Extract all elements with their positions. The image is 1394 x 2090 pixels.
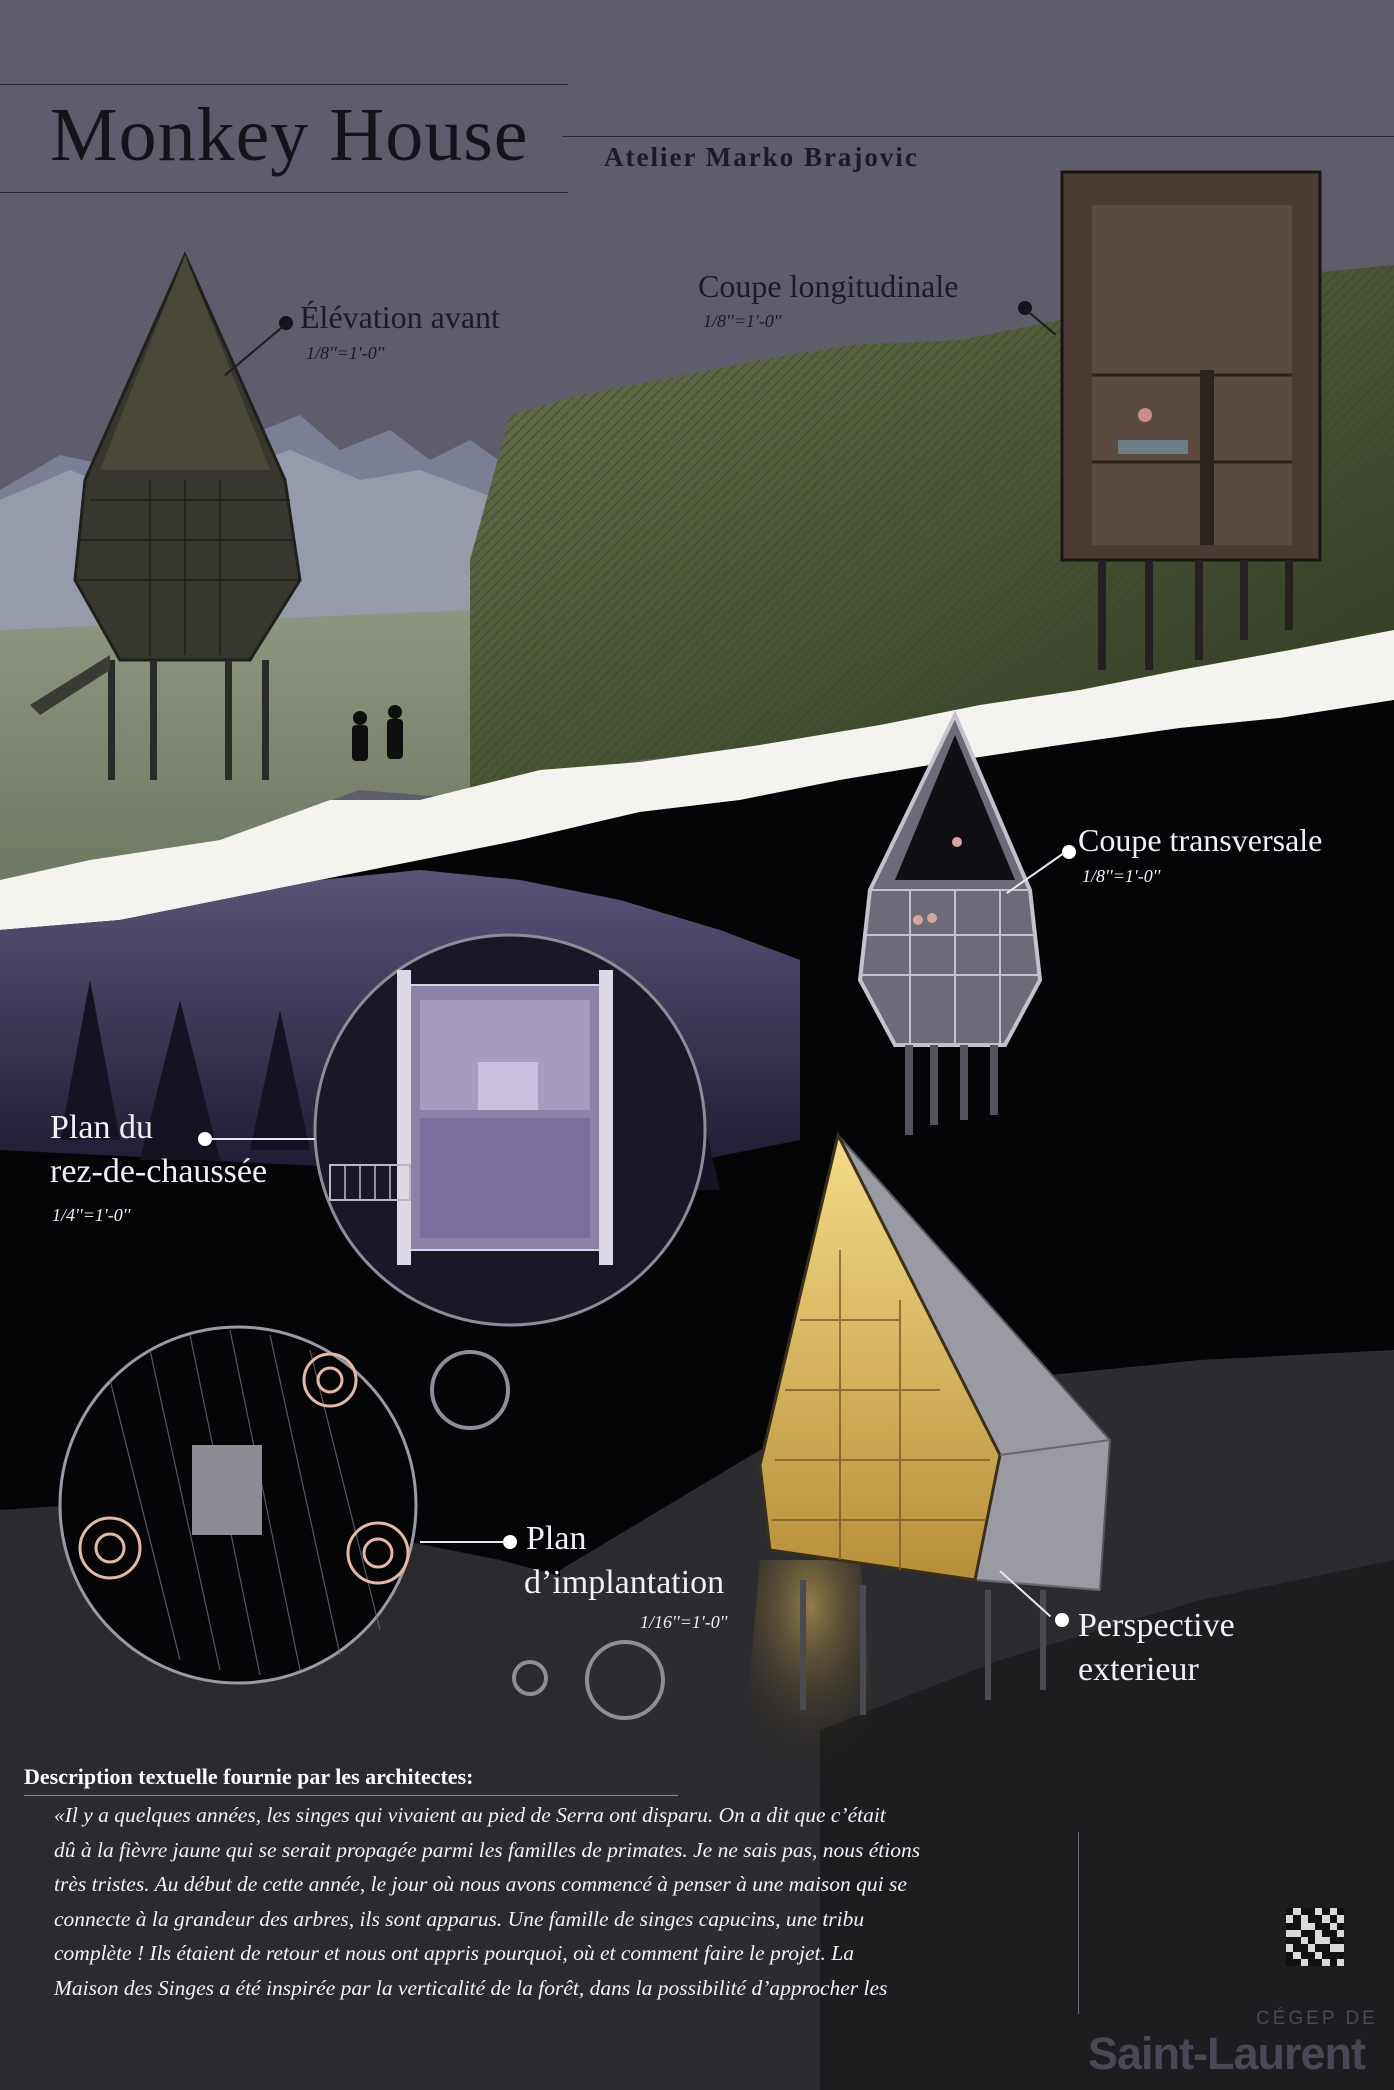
qr-code[interactable] (1286, 1908, 1344, 1966)
ground-floor-plan-drawing (313, 933, 707, 1327)
cross-section-scale: 1/8''=1'-0'' (1082, 866, 1161, 886)
longitudinal-section-drawing (1060, 170, 1322, 670)
description-line: dû à la fièvre jaune qui se serait propa… (54, 1837, 921, 1862)
site-plan-scale: 1/16''=1'-0'' (640, 1612, 728, 1632)
longitudinal-section-scale: 1/8''=1'-0'' (703, 311, 782, 331)
perspective-label-line1: Perspective (1078, 1607, 1235, 1644)
author-name: Atelier Marko Brajovic (604, 142, 919, 172)
site-plan-label-line2: d’implantation (524, 1563, 725, 1601)
description-line: connecte à la grandeur des arbres, ils s… (54, 1906, 865, 1931)
ground-slope-3 (820, 1560, 1394, 2090)
site-plan-leader (420, 1541, 505, 1543)
decorative-circles (430, 1350, 665, 1720)
meadow (0, 610, 480, 880)
description-title: Description textuelle fournie par les ar… (24, 1764, 474, 1789)
site-plan-dot (503, 1535, 517, 1549)
site-plan-label: Plan d’implantation (524, 1517, 725, 1604)
page-title: Monkey House (50, 93, 529, 177)
longitudinal-section-label: Coupe longitudinale (698, 268, 959, 304)
perspective-drawing (740, 1130, 1112, 1790)
torn-paper (0, 630, 1394, 930)
ground-floor-plan-label-line2: rez-de-chaussée (50, 1152, 268, 1190)
ground-floor-plan-dot (198, 1132, 212, 1146)
site-plan-label-line1: Plan (526, 1520, 587, 1557)
title-rule-top (0, 84, 568, 85)
tree-symbols (78, 1352, 410, 1585)
title-rule-bottom (0, 192, 568, 193)
ground-floor-plan-leader (210, 1138, 315, 1140)
description-line: très tristes. Au début de cette année, l… (54, 1872, 907, 1896)
author-rule (562, 136, 1394, 137)
perspective-dot (1055, 1613, 1069, 1627)
ground-floor-plan-scale: 1/4''=1'-0'' (52, 1205, 131, 1225)
perspective-label-line2: exterieur (1078, 1650, 1199, 1688)
front-elevation-scale: 1/8''=1'-0'' (306, 343, 385, 363)
front-elevation-label: Élévation avant (300, 299, 500, 335)
description-line: «Il y a quelques années, les singes qui … (54, 1803, 886, 1827)
ground-floor-plan-label-line1: Plan du (50, 1109, 153, 1146)
ground-floor-plan-label: Plan du rez-de-chaussée (50, 1106, 267, 1193)
logo-saint-laurent: Saint-Laurent (1088, 2028, 1366, 2079)
description-line: Maison des Singes a été inspirée par la … (54, 1975, 888, 2000)
description-rule (24, 1795, 678, 1796)
perspective-label: Perspective exterieur (1078, 1604, 1235, 1691)
cross-section-drawing (857, 710, 1043, 1135)
cross-section-dot (1062, 845, 1076, 859)
description-text: «Il y a quelques années, les singes qui … (54, 1798, 1054, 2005)
site-plan-drawing (58, 1325, 418, 1685)
front-elevation-drawing (30, 251, 403, 780)
description-line: complète ! Ils étaient de retour et nous… (54, 1941, 854, 1965)
vertical-separator (1078, 1832, 1079, 2014)
cross-section-label: Coupe transversale (1078, 822, 1323, 858)
logo-cegep-label: CÉGEP DE (1256, 2008, 1378, 2029)
